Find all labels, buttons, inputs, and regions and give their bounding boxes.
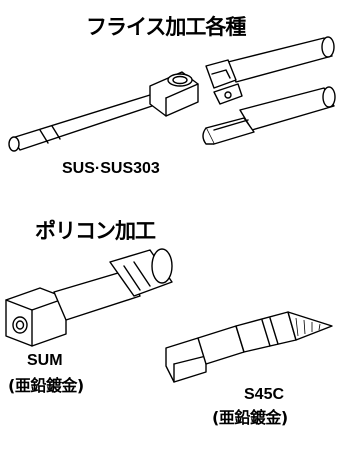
milled-shaft-with-eyelet bbox=[8, 71, 199, 152]
slotted-rod bbox=[205, 36, 335, 105]
right-part-material: S45C bbox=[244, 386, 285, 403]
left-part-plating: (亜鉛鍍金) bbox=[8, 376, 84, 395]
pointed-part bbox=[165, 311, 333, 383]
polygon-section-title: ポリコン加工 bbox=[35, 219, 156, 243]
milling-material-label: SUS·SUS303 bbox=[62, 160, 160, 177]
flat-cut-rod bbox=[202, 86, 336, 145]
milling-section-title: フライス加工各種 bbox=[86, 15, 246, 39]
hex-socket-part bbox=[5, 248, 173, 347]
right-part-plating: (亜鉛鍍金) bbox=[212, 408, 288, 427]
left-part-material: SUM bbox=[27, 352, 63, 369]
